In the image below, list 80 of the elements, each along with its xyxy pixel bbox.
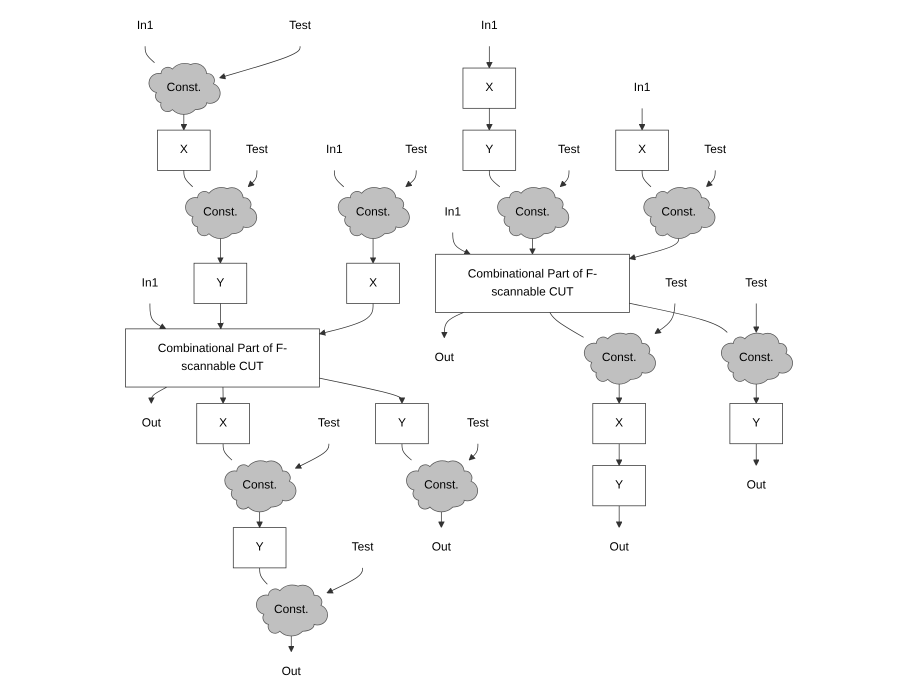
arrow (438, 510, 445, 528)
arrow (319, 303, 374, 336)
connector (222, 443, 232, 461)
connector (402, 443, 412, 461)
node-text: In1 (634, 81, 650, 94)
node-text: In1 (481, 19, 498, 32)
arrow (217, 237, 224, 264)
arrow (319, 378, 406, 404)
arrow (220, 386, 226, 404)
node-text: Out (432, 541, 451, 554)
node-text: In1 (326, 144, 343, 156)
arrow (370, 237, 376, 264)
arrow (219, 46, 300, 80)
connector (183, 170, 194, 188)
arrow (486, 46, 493, 68)
arrow (326, 568, 363, 594)
arrow (217, 303, 224, 330)
node-box (592, 465, 646, 506)
arrow (248, 170, 258, 188)
arrow (752, 303, 760, 333)
arrow (616, 443, 622, 466)
arrow (150, 303, 166, 330)
node-text: Out (610, 541, 629, 554)
connector (259, 568, 268, 585)
node-text: In1 (444, 206, 462, 218)
arrow (529, 237, 536, 255)
node-text: Out (282, 665, 301, 678)
connector (488, 170, 500, 188)
arrow (706, 170, 716, 188)
node-text: In1 (142, 276, 158, 290)
arrow (294, 443, 330, 469)
node-box (615, 130, 669, 171)
node-box (375, 403, 429, 444)
node-text: Test (289, 19, 312, 32)
arrow (638, 108, 646, 130)
node-box (462, 130, 516, 171)
connector (629, 302, 728, 333)
arrow (256, 510, 263, 528)
node-text: Test (665, 276, 688, 290)
arrow (148, 386, 168, 404)
node-text: Test (745, 276, 768, 290)
arrow (180, 113, 188, 130)
node-box (730, 403, 783, 444)
node-text: Out (746, 478, 766, 492)
node-text: Test (405, 144, 428, 156)
arrow (468, 443, 478, 460)
node-box (346, 262, 400, 304)
arrow (405, 170, 417, 188)
node-box (196, 403, 250, 444)
node-box (232, 527, 286, 568)
arrow (654, 303, 676, 334)
node-text: Test (246, 144, 268, 156)
node-box (462, 68, 516, 109)
node-text: Test (558, 144, 580, 156)
node-text: Test (704, 144, 726, 156)
node-text: In1 (136, 19, 154, 32)
connector (334, 170, 344, 188)
arrow (560, 170, 570, 188)
connector (144, 46, 155, 64)
arrow (616, 383, 622, 404)
node-text: Test (318, 416, 340, 430)
arrow (486, 108, 493, 130)
node-box (592, 403, 646, 444)
arrow (616, 505, 622, 528)
arrow (452, 232, 471, 255)
node-text: Test (352, 541, 374, 554)
arrow (752, 443, 760, 466)
arrow (629, 237, 680, 260)
node-box (435, 254, 630, 313)
node-box (194, 262, 248, 304)
arrow (752, 383, 760, 404)
connector (549, 312, 584, 338)
node-text: Out (434, 351, 454, 364)
arrow (288, 634, 295, 652)
node-box (157, 130, 211, 171)
node-text: Out (142, 416, 161, 430)
node-box (125, 328, 320, 388)
connector (642, 170, 652, 188)
arrow (441, 312, 464, 338)
node-text: Test (466, 416, 489, 430)
